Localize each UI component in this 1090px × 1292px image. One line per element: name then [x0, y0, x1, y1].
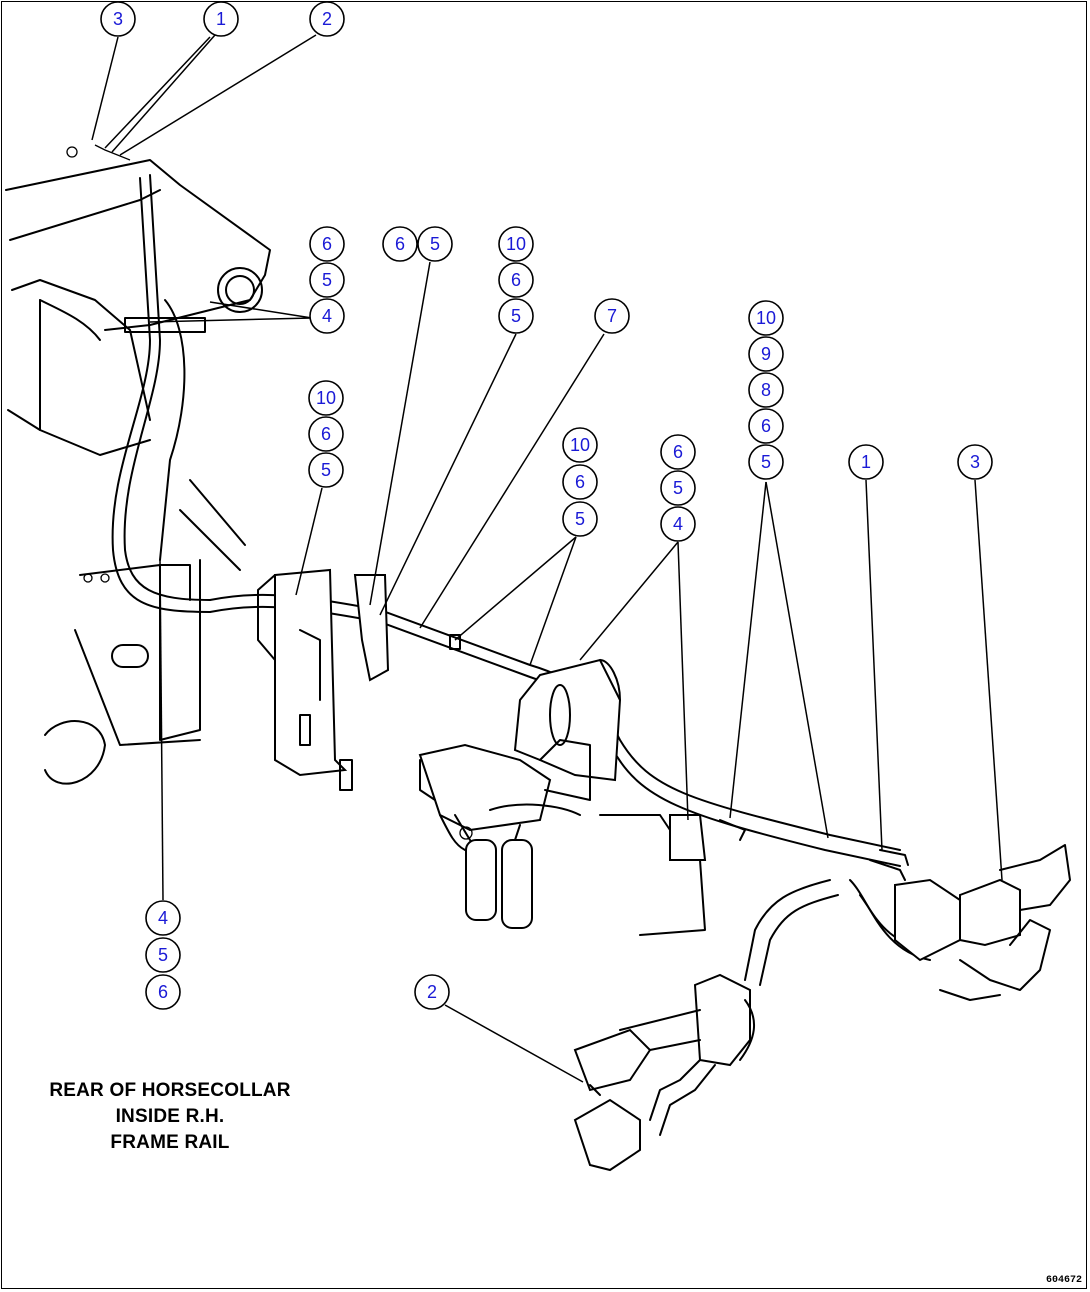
horsecollar-structure [5, 159, 271, 785]
svg-text:6: 6 [395, 234, 405, 254]
callout-10: 10 [562, 427, 598, 463]
callout-1: 1 [203, 1, 239, 37]
view-caption: REAR OF HORSECOLLAR INSIDE R.H. FRAME RA… [20, 1078, 320, 1156]
callout-6: 6 [660, 434, 696, 470]
callout-balloons: 3 1 2 6 5 4 6 5 10 6 5 7 10 9 8 6 5 10 6… [100, 1, 993, 1010]
svg-text:6: 6 [511, 270, 521, 290]
callout-6: 6 [145, 974, 181, 1010]
callout-5: 5 [562, 501, 598, 537]
svg-text:7: 7 [607, 306, 617, 326]
callout-8: 8 [748, 372, 784, 408]
hose-brackets [257, 568, 746, 936]
figure-number: 604672 [1045, 1275, 1082, 1286]
callout-6: 6 [309, 226, 345, 262]
svg-text:5: 5 [511, 306, 521, 326]
caption-line-1: REAR OF HORSECOLLAR [49, 1080, 291, 1101]
caption-line-2: INSIDE R.H. [115, 1106, 225, 1127]
svg-text:5: 5 [575, 509, 585, 529]
callout-7: 7 [594, 298, 630, 334]
frame-hoses [66, 144, 246, 613]
callout-10: 10 [748, 300, 784, 336]
svg-text:5: 5 [322, 270, 332, 290]
callout-4: 4 [660, 506, 696, 542]
callout-1: 1 [848, 444, 884, 480]
svg-text:6: 6 [322, 234, 332, 254]
callout-3: 3 [957, 444, 993, 480]
svg-text:9: 9 [761, 344, 771, 364]
callout-10: 10 [308, 380, 344, 416]
callout-6: 6 [562, 464, 598, 500]
callout-6: 6 [748, 408, 784, 444]
svg-text:5: 5 [430, 234, 440, 254]
leader-lines [91, 34, 1003, 1083]
svg-text:1: 1 [216, 9, 226, 29]
svg-text:10: 10 [316, 388, 336, 408]
svg-text:5: 5 [761, 452, 771, 472]
svg-text:1: 1 [861, 452, 871, 472]
callout-5: 5 [660, 470, 696, 506]
svg-text:5: 5 [158, 945, 168, 965]
svg-text:4: 4 [158, 908, 168, 928]
callout-5: 5 [308, 452, 344, 488]
callout-2: 2 [309, 1, 345, 37]
svg-text:8: 8 [761, 380, 771, 400]
callout-6: 6 [382, 226, 418, 262]
svg-text:10: 10 [756, 308, 776, 328]
svg-text:6: 6 [761, 416, 771, 436]
svg-text:5: 5 [673, 478, 683, 498]
svg-text:2: 2 [427, 982, 437, 1002]
valve-branch-lower [573, 973, 756, 1172]
svg-text:6: 6 [321, 424, 331, 444]
callout-3: 3 [100, 1, 136, 37]
filter-assembly [418, 739, 671, 929]
svg-text:4: 4 [673, 514, 683, 534]
svg-text:2: 2 [322, 9, 332, 29]
callout-5: 5 [498, 298, 534, 334]
svg-text:6: 6 [575, 472, 585, 492]
svg-text:5: 5 [321, 460, 331, 480]
callout-4: 4 [145, 900, 181, 936]
svg-text:4: 4 [322, 306, 332, 326]
callout-2: 2 [414, 974, 450, 1010]
callout-5: 5 [417, 226, 453, 262]
svg-text:3: 3 [970, 452, 980, 472]
svg-text:3: 3 [113, 9, 123, 29]
callout-5: 5 [748, 444, 784, 480]
svg-text:6: 6 [673, 442, 683, 462]
svg-text:10: 10 [506, 234, 526, 254]
callout-6: 6 [308, 416, 344, 452]
svg-text:6: 6 [158, 982, 168, 1002]
callout-6: 6 [498, 262, 534, 298]
valve-branch-right [744, 844, 1071, 1001]
callout-10: 10 [498, 226, 534, 262]
svg-text:10: 10 [570, 435, 590, 455]
caption-line-3: FRAME RAIL [110, 1132, 230, 1153]
callout-4: 4 [309, 298, 345, 334]
callout-5: 5 [309, 262, 345, 298]
callout-9: 9 [748, 336, 784, 372]
callout-5: 5 [145, 937, 181, 973]
